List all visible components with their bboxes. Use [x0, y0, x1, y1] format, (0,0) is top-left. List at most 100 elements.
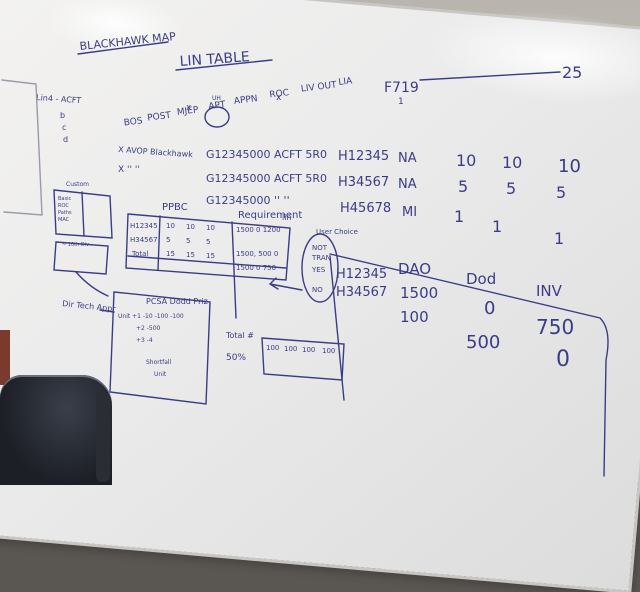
total-value-1: 100 [266, 344, 279, 352]
col-label-lia: LIA [338, 76, 354, 88]
ppbc-lin-head: lin [282, 213, 292, 222]
total-value-2: 100 [284, 345, 297, 353]
total-values: 100 100 100 100 [266, 344, 335, 355]
row-1-id: H12345 [338, 149, 389, 164]
row-2-id: H34567 [338, 175, 389, 190]
board-title: BLACKHAWK MAP [79, 30, 177, 53]
right-table-border [329, 253, 609, 477]
row-2-v3: 5 [556, 183, 566, 202]
apt-note: UH [212, 95, 221, 102]
ppbc-row-line [127, 255, 287, 269]
column-labels: BOS POST MJEP APT APPN ROC LIV OUT LIA [123, 76, 354, 128]
row-1-prefix: X AVOP Blackhawk [118, 145, 194, 159]
custom-box-label: Custom [66, 181, 89, 188]
header-f719: F719 [384, 80, 419, 96]
ppbc-row-2-req: 1500, 500 0 [236, 250, 278, 258]
custom-box [53, 189, 113, 239]
total-value-3: 100 [302, 346, 315, 354]
user-choice-yes: YES [311, 266, 326, 274]
pcsa-line-3: +3 -4 [136, 337, 153, 344]
ppbc-table [125, 213, 291, 281]
right-row-2-id: H34567 [336, 285, 387, 300]
row-1-v3: 10 [558, 156, 581, 177]
row-2-acft: G12345000 ACFT 5R0 [206, 172, 327, 185]
subtitle-underline [175, 59, 273, 71]
ppbc-row-3-req: 1500 0 750 [236, 264, 276, 272]
board-subtitle: LIN TABLE [179, 49, 250, 70]
pcsa-line-1: Unit +1 -10 -100 -100 [118, 313, 184, 320]
custom-line-1: Basic [58, 196, 71, 202]
ppbc-row-2-a: 5 [166, 236, 170, 244]
right-head-dod: Dod [466, 270, 496, 288]
col-label-roc: ROC [269, 88, 290, 100]
col-label-appn: APPN [233, 94, 258, 107]
pcsa-line-5: Unit [154, 371, 167, 378]
ppbc-row-1-req: 1500 0 1200 [236, 226, 281, 234]
total-box [261, 337, 345, 381]
pcsa-box [109, 291, 211, 405]
col-label-liv-out: LIV OUT [300, 80, 337, 94]
left-block-line-3: d [63, 135, 68, 144]
row-3-status: MI [402, 205, 417, 220]
left-block-line-2: c [62, 123, 66, 132]
row-3-v1: 1 [454, 207, 464, 226]
ppbc-col-1 [157, 215, 161, 271]
left-block-line-1: b [60, 111, 65, 120]
ppbc-row-3-id: Total [131, 250, 148, 258]
x-mark-roc: x [276, 93, 282, 103]
custom-box-lines: Basic ROC Paths MAC [58, 196, 72, 223]
right-table-rows: H12345 1500 0 750 H34567 100 500 0 [336, 267, 574, 372]
marker-writing: BLACKHAWK MAP LIN TABLE F719 25 1 Lin4 -… [1, 30, 609, 477]
percent-label: 50% [226, 353, 246, 363]
user-choice-label: User Choice [316, 228, 358, 236]
row-3-v3: 1 [554, 229, 564, 248]
total-label: Total # [225, 331, 254, 340]
ppbc-row-1-b: 10 [186, 223, 195, 231]
row-1-acft: G12345000 ACFT 5R0 [206, 148, 327, 161]
user-choice-not: NOT [312, 244, 328, 252]
right-row-2-dao: 100 [400, 308, 429, 326]
header-25: 25 [562, 63, 582, 82]
custom-line-3: Paths [58, 210, 72, 216]
row-2-v2: 5 [506, 179, 516, 198]
arrow-left [268, 277, 303, 291]
col-label-post: POST [147, 111, 172, 124]
col-label-bos: BOS [123, 116, 143, 128]
header-note: 1 [398, 97, 404, 107]
row-2-status: NA [398, 177, 417, 192]
row-1-status: NA [398, 151, 417, 166]
user-choice-tran: TRAN [311, 254, 331, 262]
row-1-v1: 10 [456, 151, 476, 170]
small-box-label: ~ 10th Div [62, 242, 89, 248]
row-1-v2: 10 [502, 153, 522, 172]
ppbc-row-3-a: 15 [166, 250, 175, 258]
custom-line-4: MAC [58, 217, 70, 223]
ppbc-row-3-b: 15 [186, 251, 195, 259]
right-row-1-dao: 1500 [400, 284, 438, 302]
pcsa-lines: Unit +1 -10 -100 -100 +2 -500 +3 -4 Shor… [118, 313, 184, 378]
user-choice-items: NOT TRAN YES NO [311, 244, 331, 294]
row-3-v2: 1 [492, 217, 502, 236]
pcsa-head: PCSA Dodd Priz [146, 297, 208, 306]
pcsa-line-2: +2 -500 [136, 325, 161, 332]
right-row-2-inv: 0 [556, 347, 570, 372]
col-label-apt: APT [208, 100, 227, 112]
ppbc-requirement-head: Requirement [238, 210, 302, 221]
title-underline [77, 41, 169, 55]
user-choice-no: NO [312, 286, 323, 294]
lin-rows: X AVOP Blackhawk G12345000 ACFT 5R0 H123… [118, 145, 581, 248]
ppbc-row-1-a: 10 [166, 222, 175, 230]
col-label-mjep: MJEP [176, 105, 199, 118]
office-chair [0, 375, 112, 485]
custom-line-2: ROC [58, 203, 69, 209]
arrow-to-pcsa [75, 271, 109, 297]
ppbc-row-2-id: H34567 [130, 236, 158, 244]
dir-arrow [99, 309, 115, 313]
ppbc-head: PPBC [162, 202, 188, 213]
right-row-1-id: H12345 [336, 267, 387, 282]
right-head-dao: DAO [398, 260, 431, 278]
ppbc-rows: H12345 10 10 10 1500 0 1200 H34567 5 5 5… [130, 222, 281, 272]
user-choice-oval [301, 233, 339, 303]
custom-box-divider [81, 191, 85, 237]
chair-armrest [96, 392, 110, 482]
